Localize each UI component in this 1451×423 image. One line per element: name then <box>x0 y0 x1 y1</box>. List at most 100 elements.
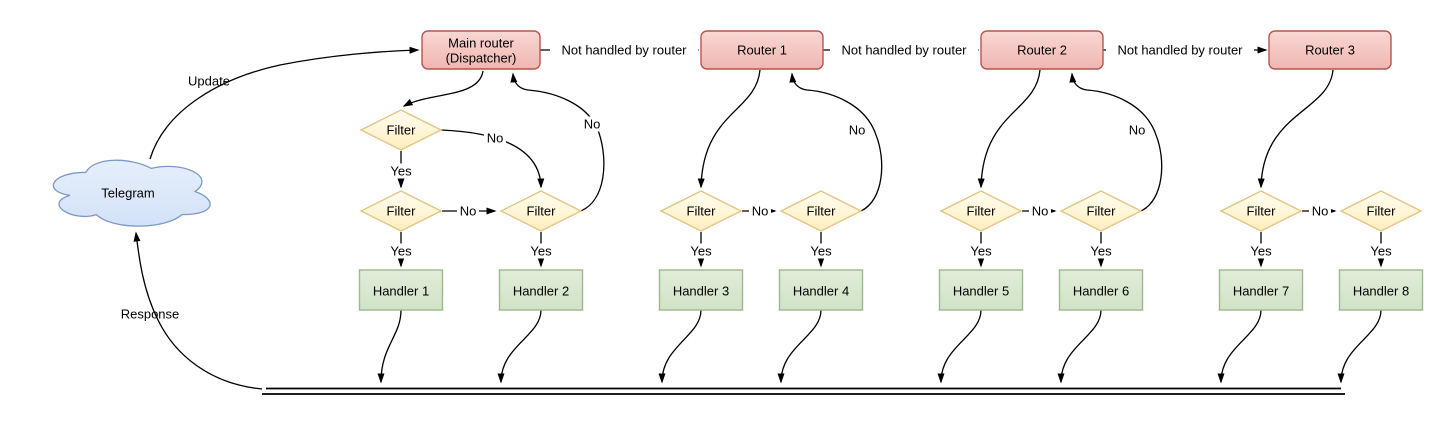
handler-7-node <box>1218 269 1304 311</box>
handler8-to-bus-edge <box>1337 309 1382 384</box>
handler6-to-bus-edge <box>1057 309 1102 384</box>
filter-diamond-6 <box>1059 190 1143 232</box>
yes-label: Yes <box>390 164 412 179</box>
main-router-label-line2: (Dispatcher) <box>446 51 517 66</box>
filter-diamond-0 <box>359 109 443 151</box>
not-handled-label-2: Not handled by router <box>841 43 967 58</box>
handler-2-label: Handler 2 <box>513 284 569 299</box>
filter-label: Filter <box>967 204 997 219</box>
filter-diamond-8 <box>1339 190 1423 232</box>
router-2-node <box>980 30 1104 70</box>
handler-7-label: Handler 7 <box>1233 284 1289 299</box>
response-label: Response <box>121 307 180 322</box>
yes-label-bg <box>1368 243 1394 259</box>
filter-diamond-2 <box>499 190 583 232</box>
router2-to-filter-edge <box>977 69 1041 189</box>
no-label-bg <box>749 203 771 219</box>
filter-label: Filter <box>1367 204 1397 219</box>
handler-5-label: Handler 5 <box>953 284 1009 299</box>
router1-to-filter-edge <box>697 69 761 189</box>
not-handled-label-bg <box>550 42 698 58</box>
handler1-to-bus-edge <box>377 309 402 384</box>
no-label-bg <box>846 122 868 138</box>
handler-1-node <box>358 269 444 311</box>
yes-label: Yes <box>1090 244 1112 259</box>
filter-label: Filter <box>1247 204 1277 219</box>
handler-8-label: Handler 8 <box>1353 284 1409 299</box>
handler-3-node <box>658 269 744 311</box>
filter0-no-edge <box>440 129 545 189</box>
no-label: No <box>460 204 477 219</box>
no-label: No <box>1129 123 1146 138</box>
no-label: No <box>849 123 866 138</box>
yes-label: Yes <box>810 244 832 259</box>
filter-diamond-5 <box>939 190 1023 232</box>
update-edge <box>149 46 420 160</box>
main-return-no-edge <box>510 72 605 212</box>
router-1-node <box>700 30 824 70</box>
yes-label: Yes <box>1370 244 1392 259</box>
yes-label-bg <box>1248 243 1274 259</box>
handler-5-node <box>938 269 1024 311</box>
handler-6-label: Handler 6 <box>1073 284 1129 299</box>
handler2-to-bus-edge <box>497 309 542 384</box>
yes-label-bg <box>1088 243 1114 259</box>
yes-label: Yes <box>530 244 552 259</box>
filter-diamond-7 <box>1219 190 1303 232</box>
handler-2-node <box>498 269 584 311</box>
not-handled-label-bg <box>1106 42 1254 58</box>
nodes: Telegram Main router (Dispatcher) Router… <box>52 30 1424 311</box>
router-3-node <box>1268 30 1392 70</box>
response-edge <box>133 231 263 390</box>
no-label-bg <box>484 130 506 146</box>
yes-label-bg <box>388 163 414 179</box>
filter-diamond-3 <box>659 190 743 232</box>
edge-labels: Update Response Not handled by router No… <box>121 42 1394 322</box>
no-label: No <box>487 131 504 146</box>
no-label-bg <box>457 203 479 219</box>
yes-label: Yes <box>390 244 412 259</box>
handler-6-node <box>1058 269 1144 311</box>
yes-label-bg <box>388 243 414 259</box>
not-handled-label-3: Not handled by router <box>1117 43 1243 58</box>
update-label: Update <box>188 74 230 89</box>
yes-label: Yes <box>970 244 992 259</box>
edges <box>133 46 1385 395</box>
telegram-cloud <box>52 159 211 227</box>
yes-label: Yes <box>690 244 712 259</box>
no-label: No <box>752 204 769 219</box>
router-2-label: Router 2 <box>1017 43 1067 58</box>
no-label-bg <box>1029 203 1051 219</box>
main-router-label-line1: Main router <box>448 36 514 51</box>
no-label: No <box>1032 204 1049 219</box>
filter-label: Filter <box>387 204 417 219</box>
handler-3-label: Handler 3 <box>673 284 729 299</box>
yes-label-bg <box>688 243 714 259</box>
filter-label: Filter <box>1087 204 1117 219</box>
handler-1-label: Handler 1 <box>373 284 429 299</box>
handler-4-node <box>778 269 864 311</box>
not-handled-label-1: Not handled by router <box>561 43 687 58</box>
main-router-to-filter-edge <box>402 70 484 107</box>
handler4-to-bus-edge <box>777 309 822 384</box>
handler7-to-bus-edge <box>1217 309 1262 384</box>
router1-return-no-edge <box>789 72 883 212</box>
router3-to-filter-edge <box>1257 69 1334 189</box>
yes-label-bg <box>528 243 554 259</box>
filter-diamond-4 <box>779 190 863 232</box>
yes-label-bg <box>808 243 834 259</box>
handler5-to-bus-edge <box>937 309 982 384</box>
filter-label: Filter <box>387 123 417 138</box>
filter-diamond-1 <box>359 190 443 232</box>
telegram-label: Telegram <box>101 186 154 201</box>
router-3-label: Router 3 <box>1305 43 1355 58</box>
router-1-label: Router 1 <box>737 43 787 58</box>
yes-label: Yes <box>1250 244 1272 259</box>
filter-label: Filter <box>687 204 717 219</box>
not-handled-label-bg <box>830 42 978 58</box>
no-label-bg <box>1126 122 1148 138</box>
handler-8-node <box>1338 269 1424 311</box>
filter-label: Filter <box>807 204 837 219</box>
